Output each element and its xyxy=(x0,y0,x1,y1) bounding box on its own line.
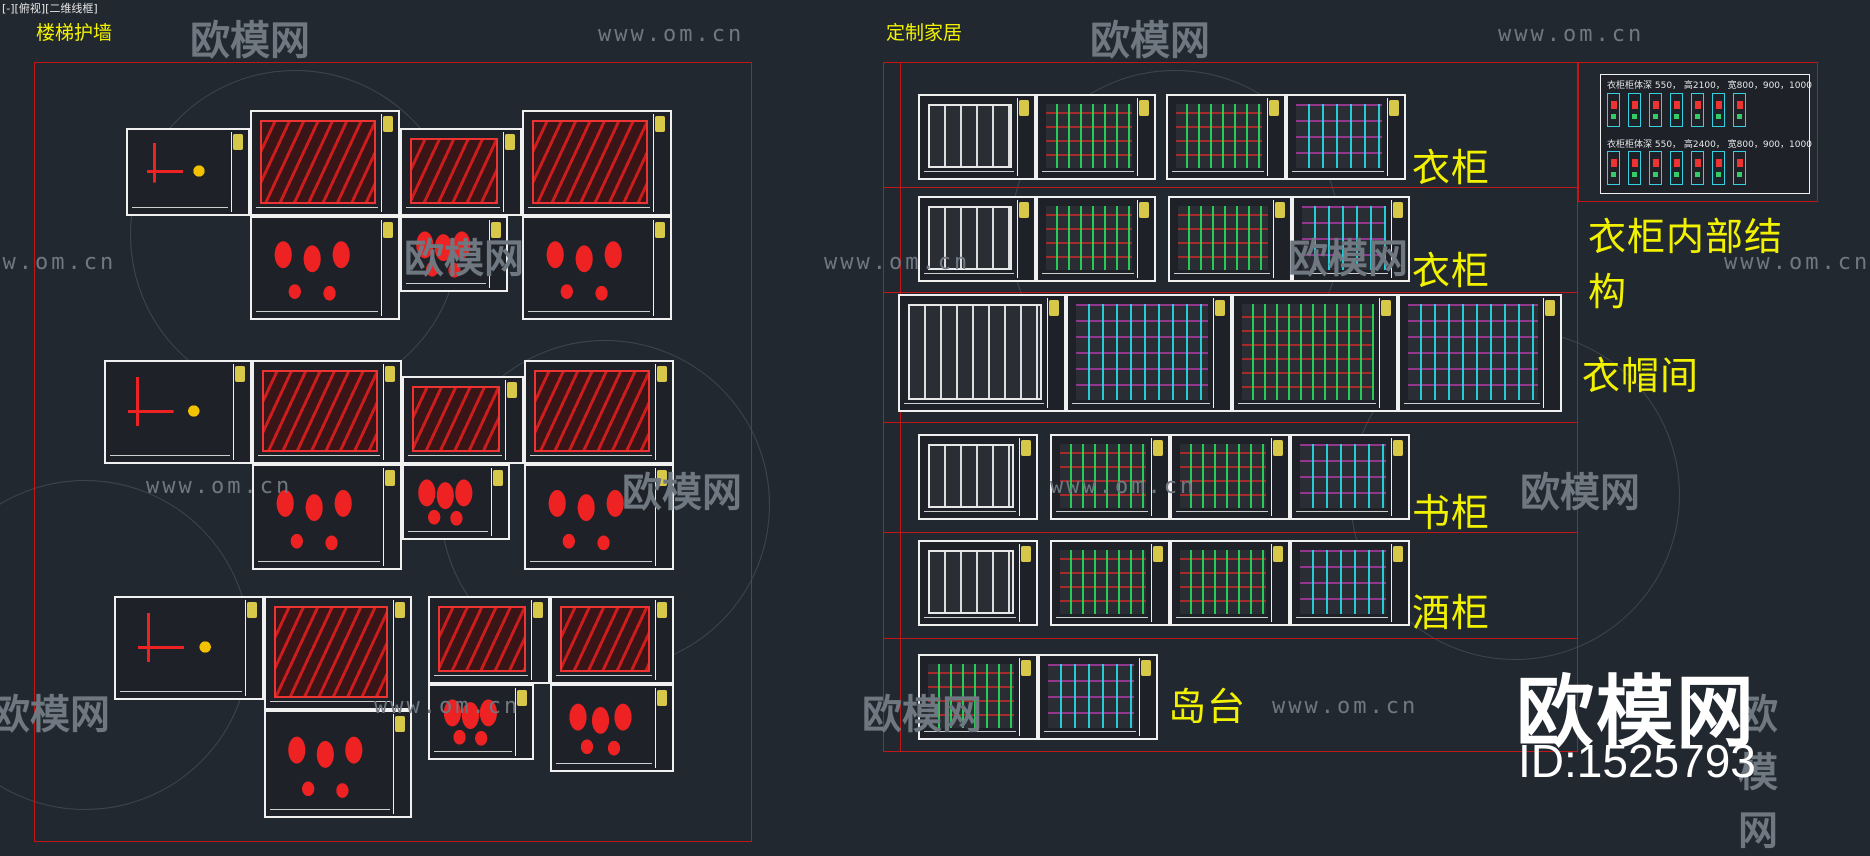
wardrobe-module xyxy=(1733,93,1746,127)
wardrobe-internal-frame xyxy=(1578,62,1818,202)
wine-cabinet-3d-sheet[interactable] xyxy=(918,540,1038,626)
wardrobe-module xyxy=(1628,93,1641,127)
watermark-url: www.om.cn xyxy=(1498,22,1645,47)
stair-elevation-sheet[interactable] xyxy=(522,110,672,216)
stair-section-sheet[interactable] xyxy=(400,128,522,216)
wardrobe-3d-sheet[interactable] xyxy=(918,94,1036,180)
watermark-url: www.om.cn xyxy=(1272,694,1419,719)
custom-furniture-sheet-frame xyxy=(883,62,1578,752)
wardrobe-3d-sheet[interactable] xyxy=(918,196,1036,282)
brand-logo-text: 欧模网 xyxy=(1516,668,1757,758)
wardrobe-elevation-sheet[interactable] xyxy=(1036,94,1156,180)
stair-elevation-sheet[interactable] xyxy=(550,596,674,684)
stair-detail-sheet[interactable] xyxy=(400,216,508,292)
stair-detail-sheet[interactable] xyxy=(250,216,400,320)
stair-section-sheet[interactable] xyxy=(428,596,550,684)
category-label-wardrobe-internal: 衣柜内部结构 xyxy=(1588,215,1784,314)
section-title-custom-furniture: 定制家居 xyxy=(886,22,963,44)
stair-detail-sheet[interactable] xyxy=(524,464,674,570)
island-render-sheet[interactable] xyxy=(918,654,1038,740)
stair-detail-sheet[interactable] xyxy=(264,710,412,818)
wardrobe-detail-sheet[interactable] xyxy=(1166,94,1286,180)
category-label-bookcase: 书柜 xyxy=(1412,491,1491,535)
wardrobe-module xyxy=(1607,151,1620,185)
inset-note-row2: 衣柜柜体深 550， 高2400， 宽800，900，1000 xyxy=(1607,140,1812,150)
wardrobe-module xyxy=(1628,151,1641,185)
stair-elevation-sheet[interactable] xyxy=(524,360,674,464)
wardrobe-detail-sheet[interactable] xyxy=(1168,196,1292,282)
inset-note-row1: 衣柜柜体深 550， 高2100， 宽800，900，1000 xyxy=(1607,81,1812,91)
wine-cabinet-detail-sheet[interactable] xyxy=(1170,540,1290,626)
section-title-stairs: 楼梯护墙 xyxy=(36,22,113,44)
bookcase-3d-sheet[interactable] xyxy=(918,434,1038,520)
category-label-island: 岛台 xyxy=(1168,685,1247,729)
stairs-sheet-frame xyxy=(34,62,752,842)
watermark-brand: 欧模网 xyxy=(622,470,742,516)
wardrobe-module xyxy=(1670,93,1683,127)
watermark-brand: 欧模网 xyxy=(190,18,310,64)
watermark-url: www.om.cn xyxy=(374,694,521,719)
stair-elevation-sheet[interactable] xyxy=(252,360,402,464)
cloakroom-plan-sheet[interactable] xyxy=(1066,294,1232,412)
wardrobe-module xyxy=(1649,93,1662,127)
bookcase-detail-sheet[interactable] xyxy=(1170,434,1290,520)
model-id: ID:1525793 xyxy=(1518,735,1756,787)
watermark-url: www.om.cn xyxy=(1724,250,1870,275)
frame-divider xyxy=(883,638,1578,639)
wardrobe-elevation-sheet[interactable] xyxy=(1036,196,1156,282)
wardrobe-module xyxy=(1712,151,1725,185)
category-label-wine-cabinet: 酒柜 xyxy=(1412,591,1491,635)
watermark-url: www.om.cn xyxy=(824,250,971,275)
category-label-wardrobe: 衣柜 xyxy=(1412,146,1491,190)
wine-cabinet-elevation-sheet[interactable] xyxy=(1050,540,1170,626)
category-label-cloakroom: 衣帽间 xyxy=(1582,354,1700,398)
stair-plan-sheet[interactable] xyxy=(104,360,252,464)
watermark-brand: 欧模网 xyxy=(0,692,110,738)
wardrobe-internal-sheet[interactable]: 衣柜柜体深 550， 高2100， 宽800，900，1000 衣柜柜体深 55… xyxy=(1600,74,1812,194)
bookcase-elevation-sheet[interactable] xyxy=(1050,434,1170,520)
stair-detail-sheet[interactable] xyxy=(522,216,672,320)
wine-cabinet-section-sheet[interactable] xyxy=(1290,540,1410,626)
wardrobe-module xyxy=(1691,93,1704,127)
cloakroom-section-sheet[interactable] xyxy=(1398,294,1562,412)
wardrobe-module xyxy=(1691,151,1704,185)
wardrobe-module xyxy=(1649,151,1662,185)
watermark-brand: 欧模网 xyxy=(1090,18,1210,64)
cloakroom-detail-sheet[interactable] xyxy=(1232,294,1398,412)
stair-plan-sheet[interactable] xyxy=(126,128,250,216)
wardrobe-module xyxy=(1712,93,1725,127)
stair-detail-sheet[interactable] xyxy=(428,684,534,760)
island-detail-sheet[interactable] xyxy=(1038,654,1158,740)
frame-divider xyxy=(883,422,1578,423)
bookcase-section-sheet[interactable] xyxy=(1290,434,1410,520)
watermark-brand: 欧模网 xyxy=(1288,236,1408,282)
wardrobe-module xyxy=(1733,151,1746,185)
stair-section-sheet[interactable] xyxy=(402,376,524,464)
frame-divider xyxy=(883,187,1578,188)
frame-divider xyxy=(883,532,1578,533)
stair-detail-sheet[interactable] xyxy=(402,464,510,540)
stair-plan-sheet[interactable] xyxy=(114,596,264,700)
stair-detail-sheet[interactable] xyxy=(252,464,402,570)
stair-elevation-sheet[interactable] xyxy=(250,110,400,216)
wardrobe-section-sheet[interactable] xyxy=(1292,196,1410,282)
watermark-url: www.om.cn xyxy=(1050,474,1197,499)
watermark-brand: 欧模网 xyxy=(862,692,982,738)
wardrobe-module xyxy=(1607,93,1620,127)
watermark-brand: 欧模网 xyxy=(404,236,524,282)
category-label-wardrobe: 衣柜 xyxy=(1412,249,1491,293)
watermark-url: www.om.cn xyxy=(0,250,117,275)
watermark-brand: 欧模网 xyxy=(1520,470,1640,516)
watermark-url: www.om.cn xyxy=(598,22,745,47)
stair-detail-sheet[interactable] xyxy=(550,684,674,772)
frame-divider xyxy=(883,292,1578,293)
wardrobe-module xyxy=(1670,151,1683,185)
cloakroom-3d-sheet[interactable] xyxy=(898,294,1066,412)
watermark-url: www.om.cn xyxy=(146,474,293,499)
wardrobe-section-sheet[interactable] xyxy=(1286,94,1406,180)
watermark-brand: 欧模网 xyxy=(1738,692,1778,854)
viewport-controls-label[interactable]: [-][俯视][二维线框] xyxy=(2,2,98,15)
stair-elevation-sheet[interactable] xyxy=(264,596,412,710)
